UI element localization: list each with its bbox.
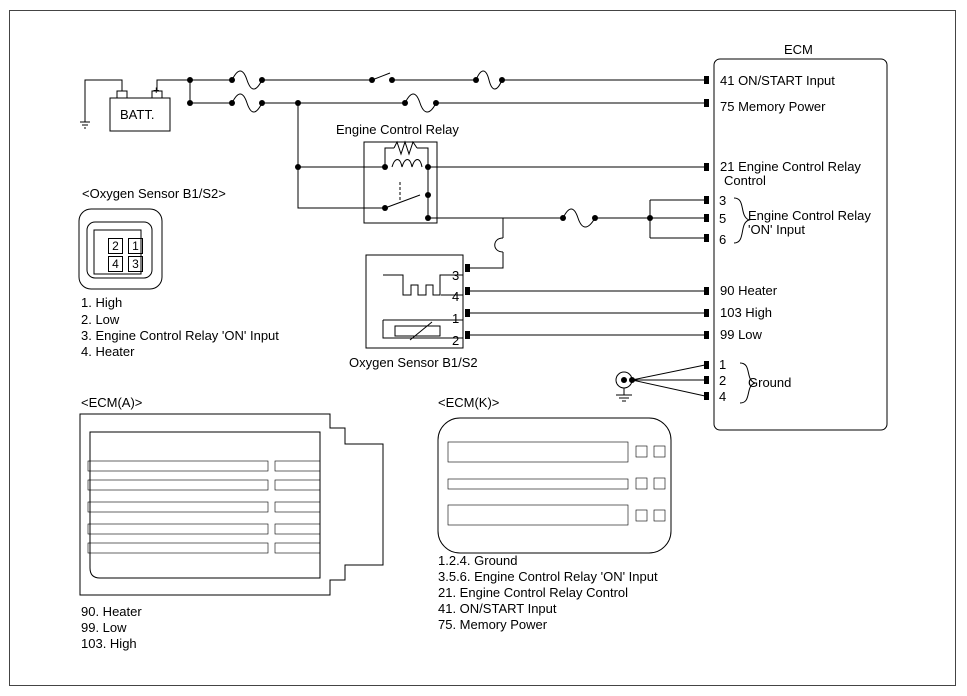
ecm-pin-75: 75 Memory Power — [720, 99, 826, 114]
o2-connector-pin-4: 4 — [108, 256, 123, 272]
ecm-k-legend-ground: 1.2.4. Ground — [438, 553, 518, 568]
relay-coil — [391, 159, 423, 168]
ground-brace — [739, 362, 757, 404]
o2-connector-pin-1: 1 — [128, 238, 143, 254]
relay-coil-wire — [384, 147, 705, 168]
o2-connector-pins — [93, 229, 142, 275]
fuse-3 — [231, 93, 263, 113]
o2-connector-pin-3: 3 — [128, 256, 143, 272]
o2-connector-title: <Oxygen Sensor B1/S2> — [82, 186, 226, 201]
sensor-pin-2: 2 — [452, 333, 460, 348]
ground-symbol — [616, 388, 632, 402]
relay-on-bus — [649, 199, 705, 239]
relay-on-brace — [733, 197, 751, 244]
relay-title: Engine Control Relay — [336, 122, 459, 137]
relay-box — [363, 141, 438, 224]
battery-ground-symbol — [80, 121, 90, 129]
o2-sensor-element — [394, 325, 441, 337]
fuse-4 — [404, 93, 437, 113]
o2-sensor-title: Oxygen Sensor B1/S2 — [349, 355, 478, 370]
fuse-5 — [562, 208, 596, 228]
sensor-pin-3: 3 — [452, 268, 460, 283]
battery-pos-label: + — [153, 85, 160, 97]
ecm-pin-g4: 4 — [719, 389, 727, 404]
sensor-pin-1: 1 — [452, 311, 460, 326]
switch-ignition — [371, 72, 391, 81]
ecm-pin-21-line2: Control — [724, 173, 766, 188]
relay-on-label-line2: 'ON' Input — [748, 222, 805, 237]
o2-legend-2: 2. Low — [81, 312, 120, 327]
relay-resistor — [393, 140, 418, 156]
o2-sensor-wire — [382, 319, 463, 339]
ecm-pin-99: 99 Low — [720, 327, 762, 342]
o2-legend-1: 1. High — [81, 295, 123, 310]
battery-ground-wire — [84, 79, 123, 122]
o2-heater-element — [383, 274, 463, 296]
diagram-frame — [9, 10, 956, 686]
ecm-pin-3: 3 — [719, 193, 727, 208]
ecm-a-legend-99: 99. Low — [81, 620, 127, 635]
o2-legend-3: 3. Engine Control Relay 'ON' Input — [81, 328, 279, 343]
ecm-pin-6: 6 — [719, 232, 727, 247]
o2-sensor-box — [365, 254, 464, 349]
ecm-a-legend-90: 90. Heater — [81, 604, 142, 619]
ecm-pin-g2: 2 — [719, 373, 727, 388]
ground-label: Ground — [748, 375, 792, 390]
ecm-a-legend-103: 103. High — [81, 636, 137, 651]
ecm-k-connector-body — [437, 417, 672, 554]
ecm-k-legend-relay-on: 3.5.6. Engine Control Relay 'ON' Input — [438, 569, 658, 584]
ground-wires — [631, 364, 706, 397]
ecm-box — [713, 58, 888, 431]
ecm-title: ECM — [784, 42, 813, 57]
ecm-k-legend-memory: 75. Memory Power — [438, 617, 548, 632]
battery-pos-wire — [156, 79, 191, 103]
ecm-pin-g1: 1 — [719, 357, 727, 372]
ecm-a-title: <ECM(A)> — [81, 395, 143, 410]
relay-contact — [384, 167, 429, 209]
ecm-a-connector-inner — [89, 431, 321, 579]
relay-feed-wire — [297, 103, 385, 209]
battery-label: BATT. — [120, 107, 155, 122]
ecm-pin-103: 103 High — [720, 305, 773, 320]
sensor-pin-4: 4 — [452, 289, 460, 304]
o2-signal-wires — [470, 290, 705, 336]
relay-to-sensor-wire — [470, 237, 504, 269]
ecm-k-title: <ECM(K)> — [438, 395, 500, 410]
ecm-k-legend-on-start: 41. ON/START Input — [438, 601, 557, 616]
ecm-pin-41: 41 ON/START Input — [720, 73, 835, 88]
o2-connector-pin-2: 2 — [108, 238, 123, 254]
relay-on-label: Engine Control Relay — [748, 208, 871, 223]
fuse-1 — [231, 70, 263, 90]
battery-neg-label: - — [119, 85, 123, 97]
battery-box — [109, 97, 171, 132]
ecm-pin-21: 21 Engine Control Relay — [720, 159, 861, 174]
o2-connector-face — [78, 208, 163, 290]
ecm-pin-5: 5 — [719, 211, 727, 226]
ecm-pin-90: 90 Heater — [720, 283, 778, 298]
relay-output-wire — [427, 195, 504, 238]
fuse-2 — [475, 70, 503, 90]
o2-sensor-arrow — [409, 321, 433, 341]
o2-legend-4: 4. Heater — [81, 344, 135, 359]
o2-connector-inner — [86, 221, 153, 279]
ecm-k-legend-relay-control: 21. Engine Control Relay Control — [438, 585, 629, 600]
ecm-a-connector-body — [79, 413, 384, 596]
